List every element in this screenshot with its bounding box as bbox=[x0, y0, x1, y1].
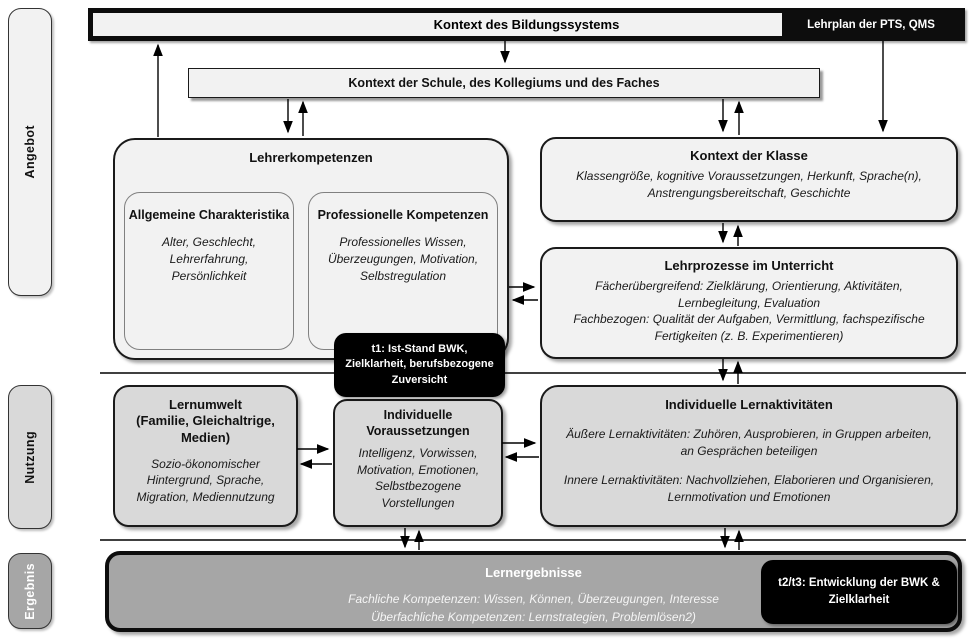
lehrprozesse-line1: Fächerübergreifend: Zielklärung, Orienti… bbox=[595, 279, 903, 310]
row-label-angebot-text: Angebot bbox=[23, 125, 37, 179]
bildungssystem-bar-title: Kontext des Bildungssystems bbox=[433, 17, 620, 32]
kontext-der-klasse-items: Klassengröße, kognitive Voraussetzungen,… bbox=[576, 169, 922, 200]
allgemeine-charakteristika-title: Allgemeine Charakteristika bbox=[128, 208, 290, 222]
lehrerkompetenzen-title: Lehrerkompetenzen bbox=[249, 150, 373, 165]
kontext-der-klasse-title: Kontext der Klasse bbox=[690, 148, 808, 163]
lernergebnisse-title: Lernergebnisse bbox=[485, 565, 582, 580]
row-label-ergebnis: Ergebnis bbox=[8, 553, 52, 629]
lehrplan-tag: Lehrplan der PTS, QMS bbox=[782, 13, 960, 36]
lernergebnisse-line2: Überfachliche Kompetenzen: Lernstrategie… bbox=[371, 610, 696, 625]
lehrprozesse-title: Lehrprozesse im Unterricht bbox=[664, 258, 834, 273]
row-label-ergebnis-text: Ergebnis bbox=[23, 562, 37, 620]
lernumwelt-box: Lernumwelt (Familie, Gleichaltrige, Medi… bbox=[113, 385, 298, 527]
lernergebnisse-box: Lernergebnisse Fachliche Kompetenzen: Wi… bbox=[105, 551, 962, 632]
row-label-nutzung-text: Nutzung bbox=[23, 430, 37, 484]
lernumwelt-title: Lernumwelt bbox=[169, 397, 242, 412]
professionelle-kompetenzen-items: Professionelles Wissen, Überzeugungen, M… bbox=[327, 235, 479, 283]
row-label-nutzung: Nutzung bbox=[8, 385, 52, 529]
row-label-angebot: Angebot bbox=[8, 8, 52, 296]
section-divider-nutzung-ergebnis bbox=[100, 539, 966, 541]
individuelle-voraussetzungen-box: Individuelle Voraussetzungen Intelligenz… bbox=[333, 399, 503, 527]
professionelle-kompetenzen-box: Professionelle Kompetenzen Professionell… bbox=[308, 192, 498, 350]
allgemeine-charakteristika-items: Alter, Geschlecht, Lehrerfahrung, Persön… bbox=[161, 235, 257, 283]
lernumwelt-items: Sozio-ökonomischer Hintergrund, Sprache,… bbox=[136, 456, 275, 504]
t1-badge-text: t1: Ist-Stand BWK, Zielklarheit, berufsb… bbox=[345, 342, 494, 386]
t1-measurement-badge: t1: Ist-Stand BWK, Zielklarheit, berufsb… bbox=[334, 333, 505, 397]
individuelle-lernaktivitaeten-box: Individuelle Lernaktivitäten Äußere Lern… bbox=[540, 385, 958, 527]
individuelle-lernaktivitaeten-line1: Äußere Lernaktivitäten: Zuhören, Ausprob… bbox=[566, 427, 932, 458]
schule-bar-title: Kontext der Schule, des Kollegiums und d… bbox=[348, 76, 660, 90]
allgemeine-charakteristika-box: Allgemeine Charakteristika Alter, Geschl… bbox=[124, 192, 294, 350]
lehrprozesse-line2: Fachbezogen: Qualität der Aufgaben, Verm… bbox=[573, 312, 925, 343]
lehrprozesse-box: Lehrprozesse im Unterricht Fächerübergre… bbox=[540, 247, 958, 359]
individuelle-voraussetzungen-items: Intelligenz, Vorwissen, Motivation, Emot… bbox=[356, 446, 480, 510]
bildungssystem-bar-fill bbox=[93, 13, 782, 36]
lehrerkompetenzen-box: Lehrerkompetenzen Allgemeine Charakteris… bbox=[113, 138, 509, 360]
individuelle-voraussetzungen-title: Individuelle Voraussetzungen bbox=[366, 408, 470, 438]
t2-t3-badge-text: t2/t3: Entwicklung der BWK & Zielklarhei… bbox=[778, 577, 940, 606]
t2-t3-measurement-badge: t2/t3: Entwicklung der BWK & Zielklarhei… bbox=[761, 560, 957, 624]
lernergebnisse-line1: Fachliche Kompetenzen: Wissen, Können, Ü… bbox=[348, 592, 719, 607]
individuelle-lernaktivitaeten-title: Individuelle Lernaktivitäten bbox=[665, 397, 833, 412]
section-divider-angebot-nutzung bbox=[100, 372, 966, 374]
lernumwelt-subtitle: (Familie, Gleichaltrige, Medien) bbox=[136, 413, 275, 445]
individuelle-lernaktivitaeten-line2: Innere Lernaktivitäten: Nachvollziehen, … bbox=[563, 473, 935, 504]
professionelle-kompetenzen-title: Professionelle Kompetenzen bbox=[317, 208, 489, 222]
kontext-der-klasse-box: Kontext der Klasse Klassengröße, kogniti… bbox=[540, 137, 958, 222]
schule-context-bar: Kontext der Schule, des Kollegiums und d… bbox=[188, 68, 820, 98]
bildungssystem-context-bar: Lehrplan der PTS, QMS Kontext des Bildun… bbox=[88, 8, 965, 41]
